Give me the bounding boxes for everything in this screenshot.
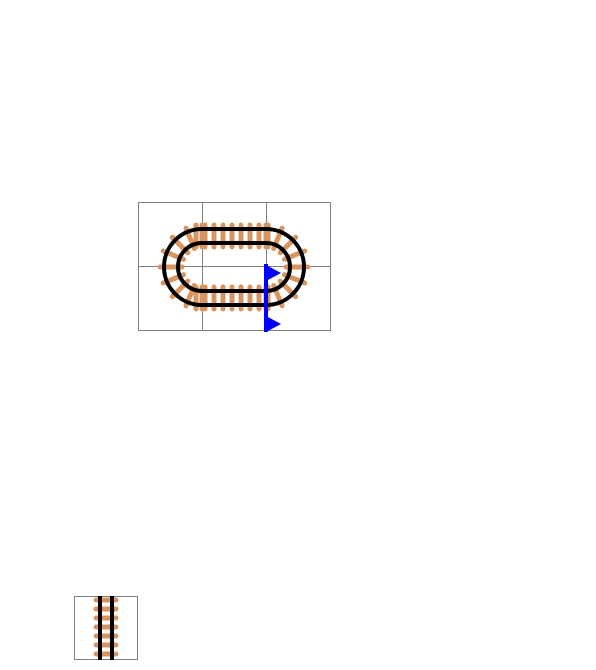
straight-track-piece (74, 596, 138, 660)
grid-cell (138, 266, 203, 331)
track-loop (157, 222, 311, 312)
grid-cell (266, 202, 331, 267)
grid-cell (138, 202, 203, 267)
palette-tile-straight-vertical[interactable] (74, 596, 138, 660)
grid-cell (266, 266, 331, 331)
flag-icon (266, 316, 281, 332)
flag-icon (266, 265, 281, 281)
flag-markers (264, 264, 281, 332)
